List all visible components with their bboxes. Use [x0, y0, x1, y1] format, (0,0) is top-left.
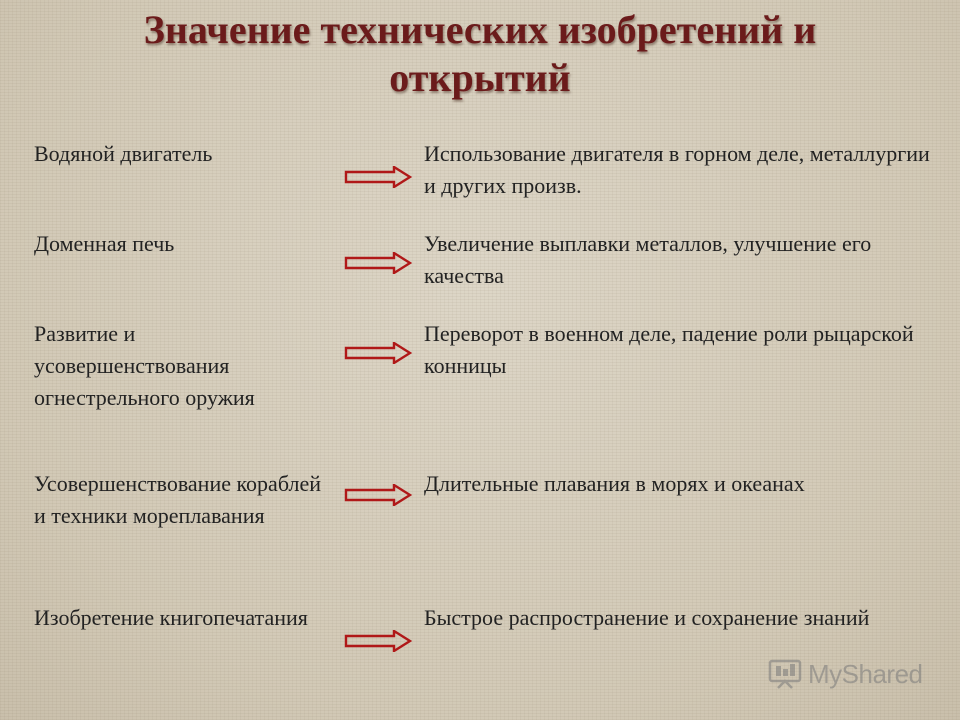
- myshared-watermark: MyShared: [768, 654, 928, 694]
- right-arrow-icon: [344, 166, 412, 188]
- right-arrow-icon: [344, 252, 412, 274]
- invention-label: Водяной двигатель: [34, 141, 213, 166]
- watermark-text: MyShared: [808, 658, 923, 689]
- significance-text: Увеличение выплавки металлов, улучшение …: [424, 231, 872, 288]
- presentation-board-icon: [768, 659, 802, 689]
- slide-title-line-1: Значение технических изобретений и: [143, 7, 817, 52]
- invention-label: Изобретение книгопечатания: [34, 605, 308, 630]
- invention-label: Развитие и усовершенствования огнестрель…: [34, 321, 255, 410]
- significance-text: Переворот в военном деле, падение роли р…: [424, 321, 914, 378]
- invention-label: Усовершенствование кораблей и техники мо…: [34, 471, 321, 528]
- right-arrow-icon: [344, 630, 412, 652]
- invention-label: Доменная печь: [34, 231, 175, 256]
- significance-text: Быстрое распространение и сохранение зна…: [424, 605, 870, 630]
- slide-title-line-2: открытий: [389, 55, 571, 100]
- slide-title: Значение технических изобретений и откры…: [0, 6, 960, 102]
- significance-text: Использование двигателя в горном деле, м…: [424, 141, 930, 198]
- right-arrow-icon: [344, 484, 412, 506]
- significance-text: Длительные плавания в морях и океанах: [424, 471, 805, 496]
- right-arrow-icon: [344, 342, 412, 364]
